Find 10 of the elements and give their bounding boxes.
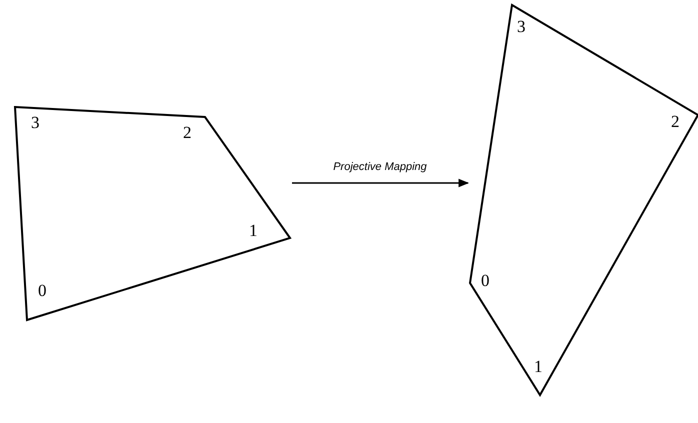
vertex-number: 1 [534,358,542,375]
vertex-number: 0 [481,272,490,289]
arrow [292,178,470,188]
vertex-number: 2 [183,124,192,141]
vertex-number: 1 [249,222,258,239]
vertex-number: 3 [517,18,526,35]
vertex-number: 2 [671,113,680,130]
vertex-number: 0 [38,282,46,299]
edge-label: Projective Mapping [331,161,429,173]
vertex-number: 3 [31,114,40,131]
